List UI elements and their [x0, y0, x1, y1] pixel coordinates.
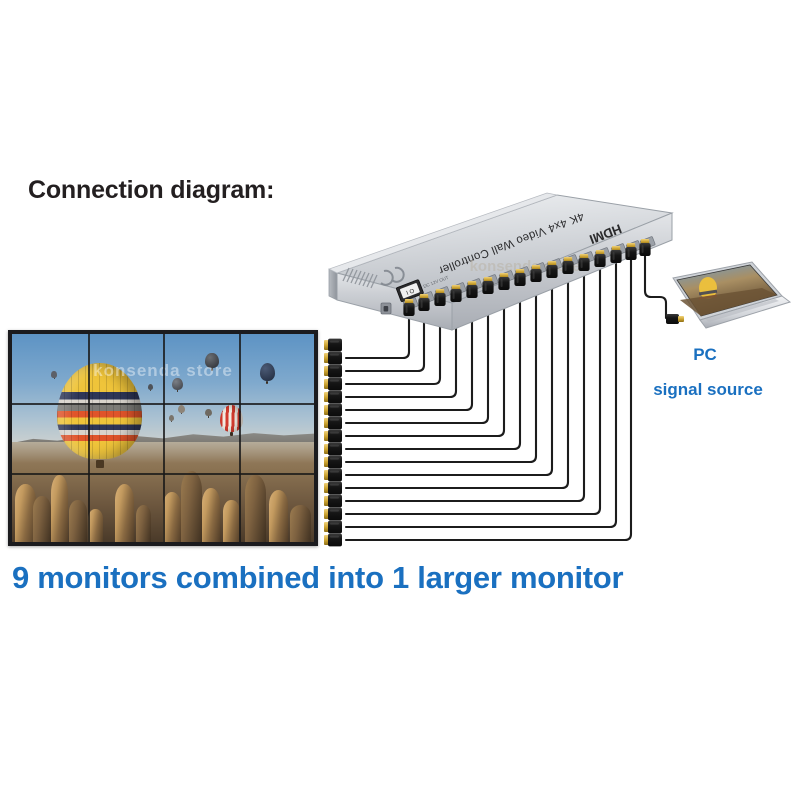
power-jack-icon	[380, 302, 392, 315]
balloon-small-3	[172, 377, 183, 393]
hdmi-connector-icon	[418, 294, 430, 311]
hdmi-connector-icon	[434, 289, 446, 306]
device-left-top-sliver	[328, 192, 559, 274]
balloon-small-1	[205, 352, 219, 371]
svg-text:OUT: OUT	[439, 275, 450, 283]
power-switch-icon[interactable]: I O	[396, 279, 424, 302]
rock-spire-8	[163, 492, 182, 542]
video-wall-plugs	[324, 338, 342, 547]
balloon-small-2	[259, 363, 275, 384]
hdmi-connector-icon	[324, 481, 342, 495]
cable-group	[344, 249, 668, 542]
hdmi-connector-icon	[610, 246, 622, 263]
balloon-large	[57, 363, 142, 469]
laptop	[666, 261, 792, 329]
rock-spire-13	[268, 490, 289, 542]
laptop-hdmi-plug	[666, 314, 684, 324]
hdmi-connector-icon	[482, 277, 494, 294]
device-left-side-face	[328, 268, 338, 301]
hdmi-connector-icon	[639, 239, 651, 256]
rock-spire-4	[69, 500, 88, 542]
cable-12	[344, 264, 586, 503]
balloon-striped-red	[220, 404, 244, 437]
hdmi-connector-icon	[324, 377, 342, 391]
hdmi-connector-icon	[324, 468, 342, 482]
hdmi-connector-icon	[578, 254, 590, 271]
cable-7	[344, 283, 506, 438]
balloon-small-7	[205, 408, 212, 419]
hdmi-connector-icon	[546, 261, 558, 278]
hdmi-connector-icon	[324, 390, 342, 404]
power-switch-marks: I O	[406, 288, 416, 297]
hdmi-connector-icon	[450, 285, 462, 302]
rock-spire-1	[15, 483, 37, 542]
rock-spire-10	[202, 487, 221, 542]
hdmi-connector-icon	[324, 455, 342, 469]
hdmi-connector-icon	[324, 429, 342, 443]
hdmi-connector-icon	[324, 442, 342, 456]
page-title: Connection diagram:	[28, 176, 275, 204]
hdmi-connector-icon	[324, 364, 342, 378]
rock-spire-7	[135, 504, 151, 542]
rock-spire-5	[87, 508, 103, 542]
hdmi-connector-icon	[530, 265, 542, 282]
device-brand-mark	[380, 266, 405, 286]
device-port-labels: DC 12V OUT	[423, 275, 450, 289]
hdmi-connector-icon	[324, 416, 342, 430]
laptop-keyboard	[705, 299, 779, 322]
pc-signal-source-label: signal source	[653, 380, 763, 399]
rock-spire-3	[51, 475, 68, 542]
cable-2	[344, 304, 426, 373]
balloon-small-5	[51, 371, 57, 379]
hdmi-connector-icon	[324, 351, 342, 365]
cable-6	[344, 287, 490, 425]
cable-16	[643, 249, 668, 320]
cable-15	[344, 253, 633, 542]
laptop-screen-balloon-band	[698, 289, 718, 296]
cable-3	[344, 299, 442, 386]
pc-label: PC	[693, 345, 717, 364]
hdmi-connector-icon	[594, 250, 606, 267]
hdmi-connector-icon	[324, 494, 342, 508]
summary-caption: 9 monitors combined into 1 larger monito…	[12, 560, 624, 595]
cable-4	[344, 295, 458, 399]
cable-1	[344, 310, 411, 360]
hdmi-connector-icon	[403, 299, 415, 316]
cable-11	[344, 267, 570, 490]
hdmi-connector-icon	[562, 257, 574, 274]
rock-spire-11	[223, 500, 240, 542]
device-long-front-face	[451, 212, 673, 331]
hdmi-connector-icon	[498, 273, 510, 290]
laptop-screen-ground	[680, 288, 777, 316]
cable-5	[344, 291, 474, 412]
hdmi-connector-icon	[324, 507, 342, 521]
rock-spire-2	[33, 496, 52, 542]
cable-10	[344, 271, 554, 477]
hdmi-connector-icon	[514, 269, 526, 286]
rock-spire-14	[289, 504, 311, 542]
hdmi-connector-icon	[625, 243, 637, 260]
cable-14	[344, 256, 618, 529]
balloon-basket	[96, 459, 104, 469]
hdmi-connector-icon	[324, 403, 342, 417]
rock-spire-9	[181, 471, 203, 542]
svg-text:DC 12V: DC 12V	[423, 279, 440, 289]
cable-9	[344, 275, 538, 464]
hdmi-connector-icon	[466, 281, 478, 298]
vent-icon	[342, 267, 378, 289]
hdmi-connector-icon	[324, 338, 342, 352]
balloon-ribs	[57, 363, 142, 459]
cable-8	[344, 279, 522, 451]
rock-spire-6	[114, 483, 135, 542]
cable-13	[344, 260, 602, 516]
hdmi-connector-icon	[324, 533, 342, 547]
hdmi-connector-icon	[324, 520, 342, 534]
rock-spire-12	[244, 475, 266, 542]
